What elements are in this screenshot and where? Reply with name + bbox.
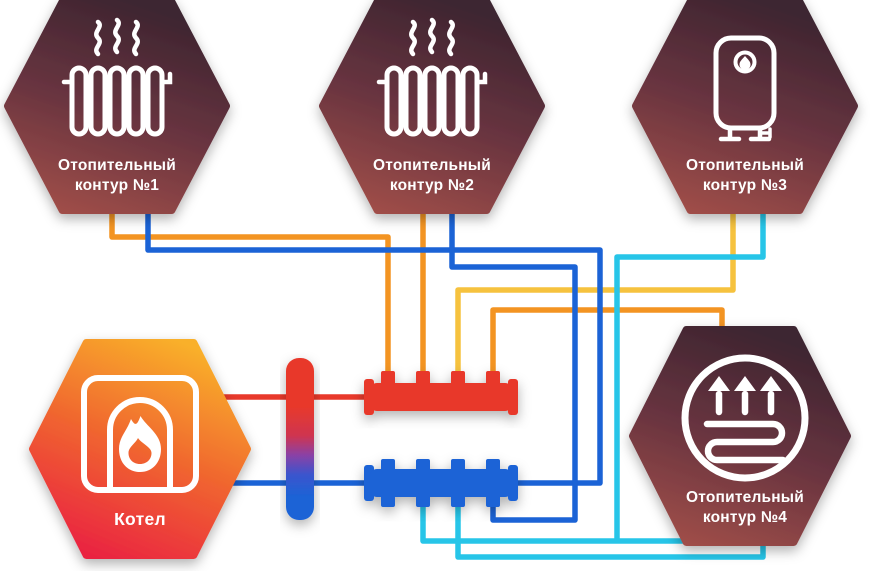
- hydraulic-separator: [286, 358, 314, 520]
- pipe-return-circuit1: [145, 204, 603, 486]
- supply-manifold-body: [370, 383, 512, 411]
- circuit2-label-line1: Отопительный: [373, 157, 491, 174]
- supply-manifold-port: [486, 371, 500, 385]
- return-manifold-port-top: [416, 459, 430, 471]
- circuit3-label-line2: контур №3: [703, 177, 787, 194]
- supply-manifold-port: [416, 371, 430, 385]
- pipe-return-circuit3: [614, 204, 766, 541]
- return-manifold-port-bottom: [486, 495, 500, 507]
- supply-pipes-warm: [109, 204, 725, 379]
- supply-manifold-port: [381, 371, 395, 385]
- boiler-label: Котел: [114, 509, 166, 529]
- return-manifold-port-bottom: [416, 495, 430, 507]
- circuit2-node: [319, 0, 545, 214]
- circuit1-label-line2: контур №1: [75, 177, 159, 194]
- return-pipes-cyan: [420, 204, 766, 560]
- circuit3-node: [632, 0, 858, 214]
- return-manifold-port-top: [381, 459, 395, 471]
- return-manifold: [364, 459, 518, 507]
- return-manifold-port-bottom: [451, 495, 465, 507]
- supply-manifold: [364, 371, 518, 415]
- supply-manifold-port: [451, 371, 465, 385]
- circuit4-label-line2: контур №4: [703, 509, 787, 526]
- pipe-return-circuit4a: [420, 499, 719, 544]
- circuit3-label-line1: Отопительный: [686, 157, 804, 174]
- pipe-supply-circuit1: [109, 204, 391, 379]
- supply-pipe-yellow: [455, 204, 736, 379]
- circuit1-label-line1: Отопительный: [58, 157, 176, 174]
- pipe-return-circuit2: [449, 204, 578, 523]
- return-manifold-body: [370, 469, 512, 497]
- circuit2-label-line2: контур №2: [390, 177, 474, 194]
- return-manifold-port-top: [451, 459, 465, 471]
- pipe-return-circuit4b: [455, 499, 766, 560]
- return-manifold-port-bottom: [381, 495, 395, 507]
- circuit1-node: [4, 0, 230, 214]
- pipe-supply-circuit3: [455, 204, 736, 379]
- circuit4-label-line1: Отопительный: [686, 489, 804, 506]
- return-manifold-port-top: [486, 459, 500, 471]
- pipe-supply-circuit4: [490, 307, 725, 379]
